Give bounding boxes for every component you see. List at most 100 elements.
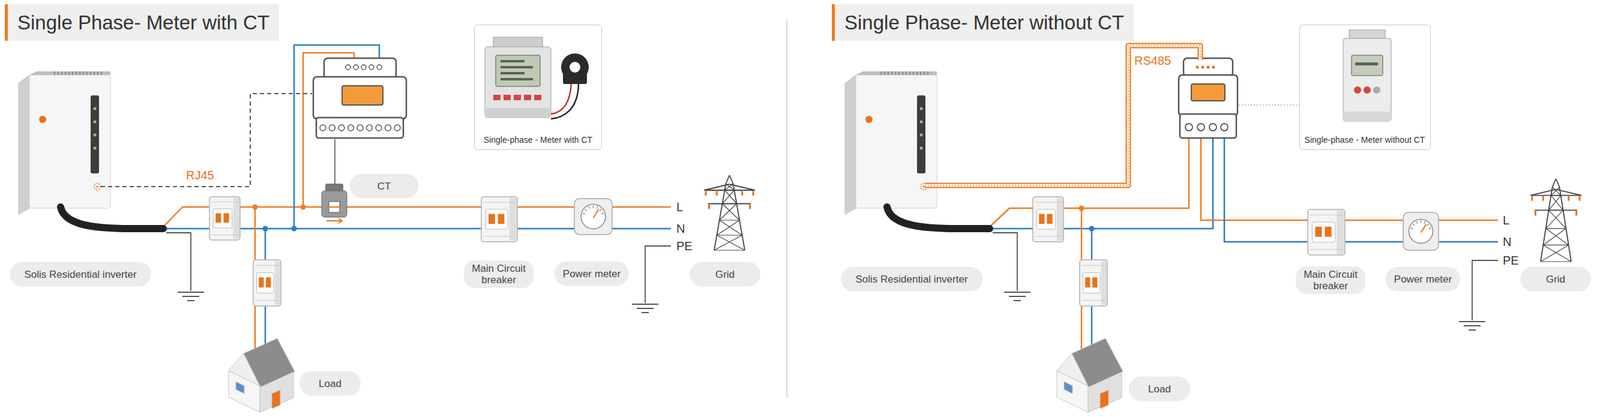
meter-terminal bbox=[353, 64, 359, 70]
wire-label: N bbox=[1502, 235, 1512, 250]
breaker-edge bbox=[255, 265, 280, 266]
node-text: Power meter bbox=[1394, 273, 1452, 286]
breaker-symbol bbox=[209, 196, 241, 241]
meter-dial bbox=[1408, 219, 1433, 244]
ground-bar bbox=[636, 307, 654, 310]
heat-sink-fin bbox=[884, 71, 886, 76]
meter-terminal bbox=[1209, 123, 1217, 131]
inverter-top bbox=[855, 71, 937, 76]
device-button bbox=[1373, 86, 1381, 94]
breaker-toggle bbox=[498, 214, 505, 225]
breaker-face bbox=[1083, 273, 1101, 294]
junction-dot bbox=[262, 226, 269, 232]
tower-member bbox=[719, 220, 743, 236]
part-pill: Solis Residential inverter bbox=[840, 267, 983, 292]
breaker-face bbox=[1311, 222, 1335, 242]
breaker-edge bbox=[1081, 300, 1106, 301]
inverter-cable bbox=[60, 207, 164, 229]
device-strip bbox=[1343, 111, 1392, 122]
device-button bbox=[1353, 86, 1362, 94]
breaker-toggle bbox=[1085, 277, 1090, 288]
tower-member bbox=[741, 190, 743, 196]
breaker-edge bbox=[211, 234, 239, 236]
meter-photo bbox=[484, 37, 589, 119]
part-pill: Power meter bbox=[554, 261, 629, 287]
breaker-shade bbox=[1336, 210, 1344, 254]
dial-tick bbox=[596, 206, 598, 209]
inverter-front bbox=[855, 75, 937, 209]
breaker-symbol bbox=[481, 196, 518, 242]
inverter-side bbox=[18, 75, 30, 215]
breaker-toggle bbox=[223, 213, 229, 223]
breaker-edge bbox=[483, 236, 516, 238]
breaker-edge bbox=[211, 201, 239, 203]
tower-member bbox=[716, 220, 740, 236]
ground-bar bbox=[1013, 300, 1021, 302]
dial-tick bbox=[601, 213, 604, 214]
leader-line bbox=[1238, 104, 1300, 106]
breaker-edge bbox=[255, 300, 280, 301]
ct-photo-hole bbox=[569, 61, 581, 73]
ct-signal-lead bbox=[334, 139, 336, 184]
breaker-face bbox=[1036, 209, 1056, 230]
breaker-shade bbox=[233, 198, 240, 239]
heat-sink-fin bbox=[61, 71, 63, 76]
device-body bbox=[484, 46, 551, 118]
tower-member bbox=[724, 189, 735, 191]
lcd-segment bbox=[500, 72, 525, 75]
ground-bar bbox=[641, 312, 649, 314]
breaker-toggle bbox=[265, 277, 271, 288]
house-door bbox=[271, 390, 281, 409]
clamp-arrow bbox=[326, 218, 343, 224]
device-button bbox=[534, 94, 542, 101]
wire-label: L bbox=[1502, 213, 1510, 228]
breaker-face bbox=[213, 208, 233, 229]
meter-terminal bbox=[1201, 66, 1205, 70]
status-led bbox=[920, 133, 924, 137]
heat-sink-fin bbox=[912, 71, 915, 76]
breaker-symbol bbox=[253, 259, 281, 307]
status-led bbox=[93, 133, 97, 137]
rs485-cable-gap bbox=[924, 45, 1201, 186]
meter-display bbox=[342, 85, 383, 106]
node-text: Grid bbox=[1528, 273, 1583, 286]
title-text: Single Phase- Meter with CT bbox=[17, 4, 270, 41]
meter-photo bbox=[1343, 30, 1392, 122]
breaker-edge bbox=[1034, 236, 1062, 238]
grid-tower bbox=[1530, 178, 1582, 262]
meter-terminal bbox=[366, 124, 373, 131]
junction-dot bbox=[252, 204, 259, 211]
house-roof bbox=[1071, 338, 1123, 388]
node-text: Power meter bbox=[562, 267, 621, 281]
breaker-toggle bbox=[215, 213, 221, 223]
heat-sink-fin bbox=[923, 71, 925, 76]
lcd-segment bbox=[1355, 62, 1378, 66]
tower-member bbox=[714, 183, 727, 251]
heat-sink-fin bbox=[902, 71, 904, 76]
tower-member bbox=[1534, 210, 1537, 216]
tower-member bbox=[705, 190, 707, 196]
device-lip bbox=[493, 37, 543, 49]
breaker-shade bbox=[1101, 261, 1107, 305]
breaker-symbol bbox=[1032, 196, 1064, 242]
status-led bbox=[93, 120, 97, 124]
rs485-cable-core bbox=[924, 45, 1201, 186]
breaker-edge bbox=[1309, 214, 1344, 216]
meter-case bbox=[1403, 212, 1439, 251]
earth-wire bbox=[1472, 260, 1498, 321]
tower-member bbox=[1545, 210, 1564, 229]
tower-member bbox=[1542, 195, 1545, 202]
photo-card: Single-phase - Meter with CT bbox=[474, 24, 602, 151]
breaker-shade bbox=[274, 261, 281, 305]
breaker-toggle bbox=[1314, 226, 1322, 238]
tower-member bbox=[1548, 195, 1561, 211]
device-button bbox=[503, 94, 511, 101]
node-text: Grid bbox=[697, 268, 752, 281]
node-text: Solis Residential inverter bbox=[18, 268, 143, 281]
inverter-logo bbox=[865, 115, 873, 124]
meter-terminal bbox=[338, 124, 345, 131]
photo-card: Single-phase - Meter without CT bbox=[1299, 24, 1431, 151]
tower-member bbox=[722, 190, 735, 205]
heat-sink-fin bbox=[880, 71, 882, 76]
